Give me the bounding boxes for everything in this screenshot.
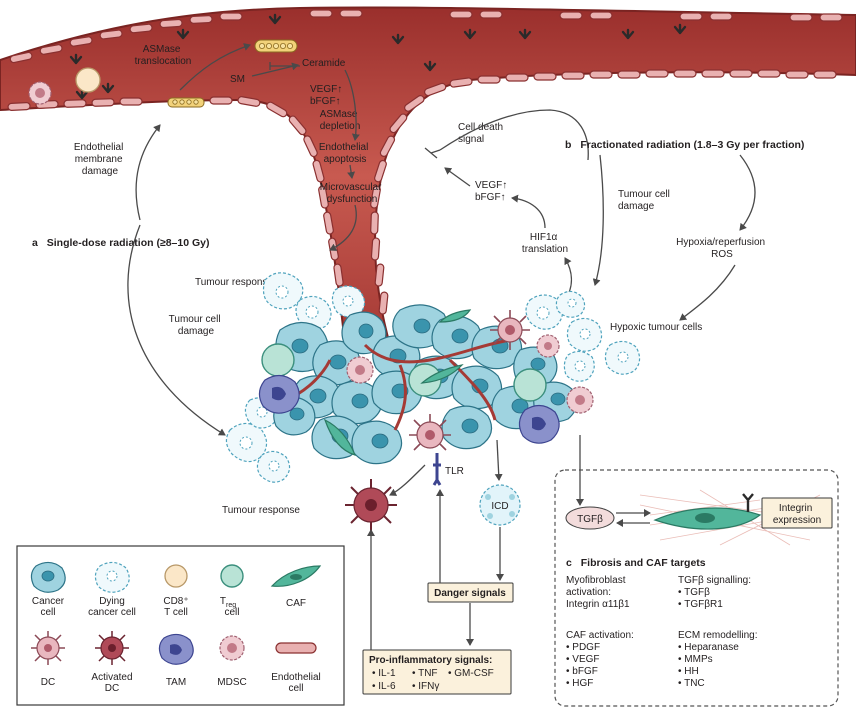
hypoxic-cells-label: Hypoxic tumour cells — [610, 322, 702, 333]
pro-item-il6: • IL-6 — [372, 681, 396, 692]
vegf-bfgf-top-label: VEGF↑ bFGF↑ — [310, 84, 345, 107]
danger-signals-box: Danger signals — [427, 582, 514, 603]
svg-text:DC: DC — [41, 677, 55, 688]
arrow-hif-vegf — [511, 194, 546, 229]
mdsc-cells — [346, 334, 594, 414]
arrow-mass-icd — [494, 439, 503, 481]
tumour-response-top-label: Tumour response — [195, 277, 273, 288]
section-a-tumour-response: Tumour response — [222, 505, 300, 516]
section-c-panel: TGFβ Integrin expression c Fibrosis and … — [554, 469, 839, 707]
icd-label: ICD — [491, 501, 508, 512]
tgfb-oval — [565, 506, 615, 530]
section-a-tumour-cell-damage: Tumour cell damage — [169, 314, 224, 337]
vessel-annotations: ASMase translocation SM Ceramide VEGF↑ b… — [135, 43, 384, 251]
section-b-title: b Fractionated radiation (1.8–3 Gy per f… — [565, 139, 804, 151]
endothelial-apoptosis-label: Endothelial apoptosis — [319, 142, 371, 165]
legend-dc: DC — [31, 631, 65, 688]
tgfb-signalling-text: TGFβ signalling: • TGFβ • TGFβR1 — [678, 575, 754, 610]
icd-blob: ICD — [479, 484, 521, 526]
caf-activation-text: CAF activation: • PDGF • VEGF • bFGF • H… — [566, 630, 637, 689]
cell-death-line — [439, 109, 589, 161]
hypoxia-label: Hypoxia/reperfusion ROS — [676, 237, 768, 260]
arrow-fractionated-hypoxia — [739, 154, 756, 231]
hif-translation-label: HIF1α translation — [522, 232, 568, 255]
myofibroblast-text: Myofibroblast activation: Integrin α11β1 — [566, 575, 630, 610]
integrin-box — [761, 497, 833, 529]
legend-mdsc: MDSC — [217, 635, 247, 688]
tlr-label: TLR — [445, 466, 464, 477]
pro-item-gmcsf: • GM-CSF — [448, 668, 494, 679]
arrow-dysfunction-response — [329, 204, 357, 251]
ceramide-label: Ceramide — [302, 58, 346, 69]
endothelial-membrane-damage-label: Endothelial membrane damage — [74, 142, 126, 177]
svg-text:CD8⁺T cell: CD8⁺T cell — [163, 596, 188, 618]
activated-dc-main — [345, 479, 397, 531]
danger-signals-label: Danger signals — [434, 588, 506, 599]
caf-cells — [323, 309, 472, 456]
arrow-fractionated-tumour — [592, 154, 604, 286]
pro-item-ifng: • IFNγ — [412, 681, 439, 692]
legend-cd8-t-cell: CD8⁺T cell — [163, 564, 189, 618]
section-a-title: a Single-dose radiation (≥8–10 Gy) — [32, 237, 210, 249]
dc-cells — [409, 310, 530, 451]
vessel-cd8-t-cell — [75, 67, 101, 93]
legend-tam: TAM — [158, 633, 194, 688]
dying-cancer-cells — [225, 272, 641, 483]
lipid-raft-membrane — [167, 97, 205, 108]
pro-item-il1: • IL-1 — [372, 668, 396, 679]
section-c-title: c Fibrosis and CAF targets — [566, 557, 706, 569]
integrin-expression-label: Integrin expression — [773, 503, 821, 526]
cell-death-inhibit — [424, 147, 441, 159]
arrow-translocation — [179, 43, 251, 91]
pro-item-tnf: • TNF — [412, 668, 438, 679]
asmase-depletion-label: ASMase depletion — [320, 109, 361, 132]
arrow-vegf-vessel — [444, 167, 471, 187]
arrow-single-dose-membrane — [135, 124, 161, 221]
vessel-mdsc — [28, 81, 52, 105]
integrin-receptor — [742, 493, 754, 512]
arrow-ceramide-apoptosis — [344, 69, 360, 141]
svg-text:MDSC: MDSC — [217, 677, 246, 688]
arrow-hypoxia-cells — [679, 264, 736, 321]
sm-label: SM — [230, 74, 245, 85]
legend-caf: CAF — [270, 565, 322, 609]
ecm-remodelling-text: ECM remodelling: • Heparanase • MMPs • H… — [678, 630, 760, 689]
tlr-receptor — [432, 453, 442, 486]
tam-cells — [258, 374, 560, 444]
tumour-microvessels — [284, 338, 511, 431]
blood-vessel — [0, 6, 856, 346]
asmase-translocation-label: ASMase translocation — [135, 44, 192, 67]
tgfb-label: TGFβ — [577, 514, 603, 525]
cell-death-signal-label: Cell death signal — [458, 122, 506, 145]
section-b-tumour-cell-damage: Tumour cell damage — [618, 189, 673, 212]
arrow-apoptosis-dysfunction — [347, 164, 356, 179]
inhibit-line — [269, 62, 300, 70]
vegf-bfgf-mid-label: VEGF↑ bFGF↑ — [475, 180, 510, 203]
svg-text:TAM: TAM — [166, 677, 186, 688]
pro-inflammatory-title: Pro-inflammatory signals: — [369, 655, 492, 666]
arrow-sm-ceramide — [251, 62, 299, 77]
vessel-receptors — [69, 13, 687, 100]
arrow-single-dose-tumour — [127, 224, 226, 436]
pro-inflammatory-box: Pro-inflammatory signals: • IL-1 • IL-6 … — [362, 649, 512, 695]
treg-cells — [261, 343, 547, 402]
lipid-raft-top — [254, 39, 298, 53]
arrow-dc-activation — [389, 464, 426, 496]
microvascular-dysfunction-label: Microvascular dysfunction — [320, 182, 384, 205]
svg-text:CAF: CAF — [286, 598, 306, 609]
tumour-mass: TLR — [225, 272, 641, 486]
